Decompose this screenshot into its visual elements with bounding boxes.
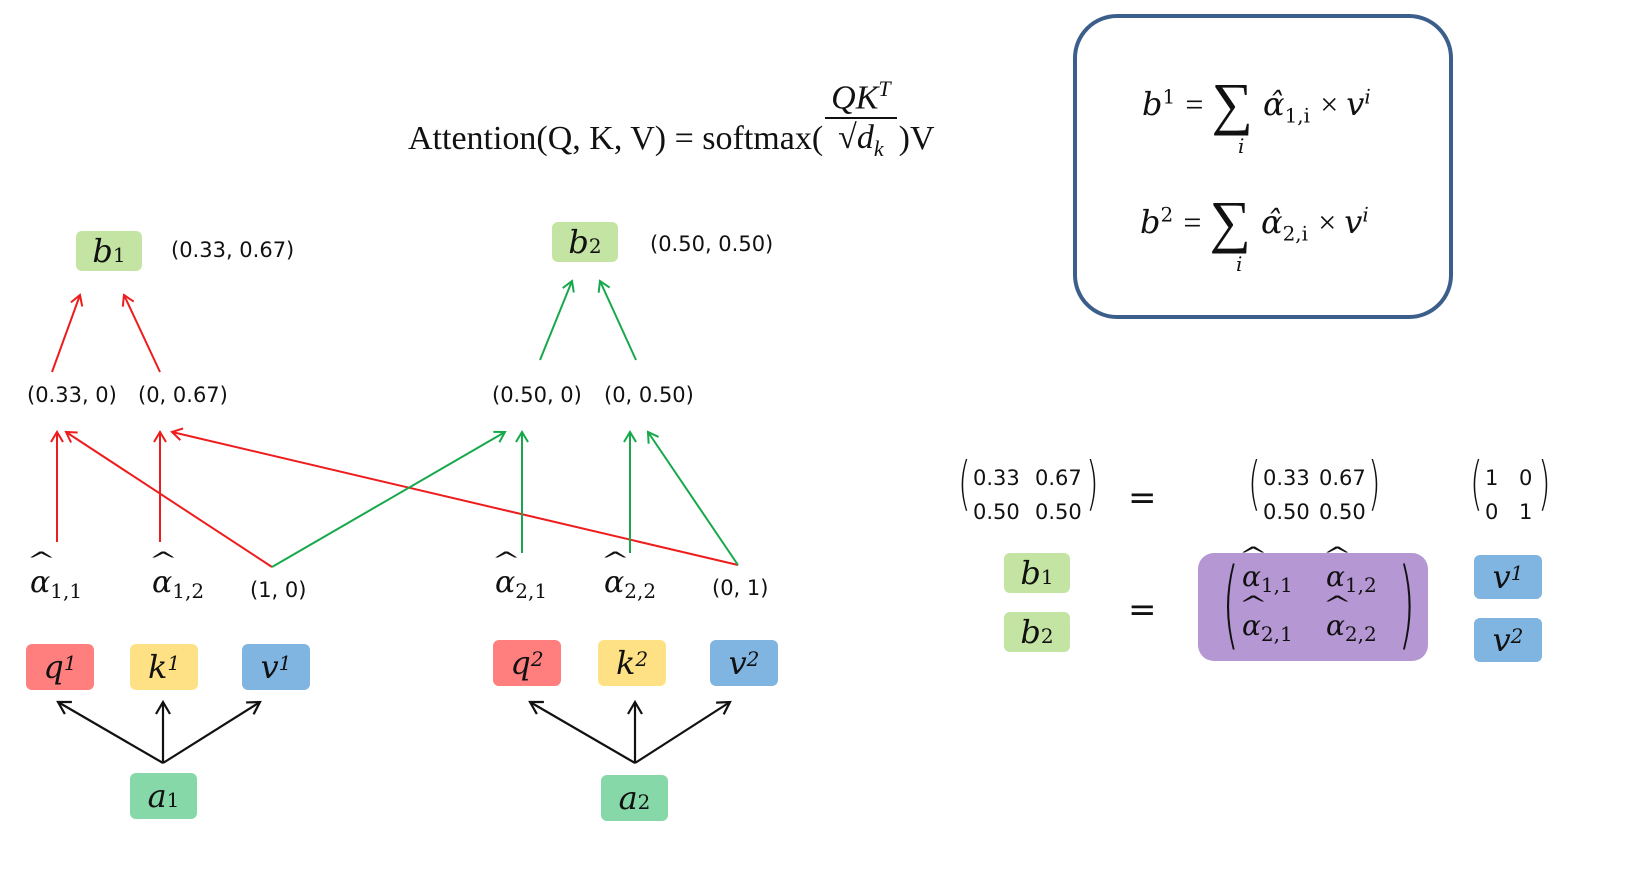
formula-numerator: QK	[831, 79, 879, 117]
alpha-matrix-right-paren: )	[1398, 548, 1416, 660]
arrow-a2-to-v2	[634, 700, 732, 764]
black-arrows	[56, 699, 732, 764]
weighted-2: (0, 0.67)	[138, 383, 228, 407]
alpha-matrix-box	[1198, 553, 1428, 661]
formula-denominator-sub: k	[873, 136, 884, 162]
arrow-weighted3-to-b2	[539, 279, 575, 361]
arrow-v1-to-weighted3	[271, 430, 507, 568]
summary-line-1: b1 = ∑ i α̂1,i × vi	[1142, 71, 1371, 158]
formula-lhs: Attention(Q, K, V) = softmax(	[408, 119, 824, 157]
green-arrows	[271, 279, 739, 568]
weighted-4: (0, 0.50)	[604, 383, 694, 407]
attention-formula: Attention(Q, K, V) = softmax(QKT√dk)V	[408, 76, 935, 162]
arrow-v2-to-weighted2	[170, 427, 739, 566]
arrow-weighted2-to-b1	[121, 293, 161, 373]
value-vec-1: (1, 0)	[250, 578, 307, 602]
equals-top: =	[1128, 478, 1157, 518]
weighted-1: (0.33, 0)	[27, 383, 117, 407]
weighted-3: (0.50, 0)	[492, 383, 582, 407]
summary-line-2: b2 = ∑ i α̂2,i × vi	[1140, 189, 1369, 276]
summary-box	[1073, 14, 1453, 319]
alpha-2-2: α2,2	[604, 565, 656, 603]
alpha-matrix-2-2: α2,2	[1326, 609, 1377, 646]
arrow-v1-to-weighted1	[64, 430, 273, 568]
formula-rhs: )V	[898, 119, 935, 157]
alpha-matrix-2-1: α2,1	[1242, 609, 1293, 646]
arrow-a2-to-q2	[528, 700, 636, 764]
alpha-1-1: α1,1	[30, 565, 82, 603]
alpha-1-2: α1,2	[152, 565, 204, 603]
alpha-matrix-left-paren: (	[1222, 548, 1240, 660]
b1-value: (0.33, 0.67)	[171, 238, 295, 262]
arrow-v2-to-weighted4	[646, 430, 739, 566]
arrow-weighted1-to-b1	[51, 293, 84, 373]
alpha-matrix-1-2: α1,2	[1326, 560, 1377, 597]
b2-value: (0.50, 0.50)	[650, 232, 774, 256]
value-vec-2: (0, 1)	[712, 576, 769, 600]
red-arrows	[50, 293, 739, 568]
alpha-2-1: α2,1	[495, 565, 547, 603]
arrow-a1-to-q1	[56, 700, 164, 764]
arrow-weighted4-to-b2	[597, 279, 637, 361]
formula-numerator-sup: T	[878, 76, 891, 101]
arrow-a1-to-v1	[162, 700, 262, 764]
alpha-matrix-1-1: α1,1	[1242, 560, 1293, 597]
equals-bottom: =	[1128, 590, 1157, 630]
formula-denominator: d	[856, 117, 874, 157]
